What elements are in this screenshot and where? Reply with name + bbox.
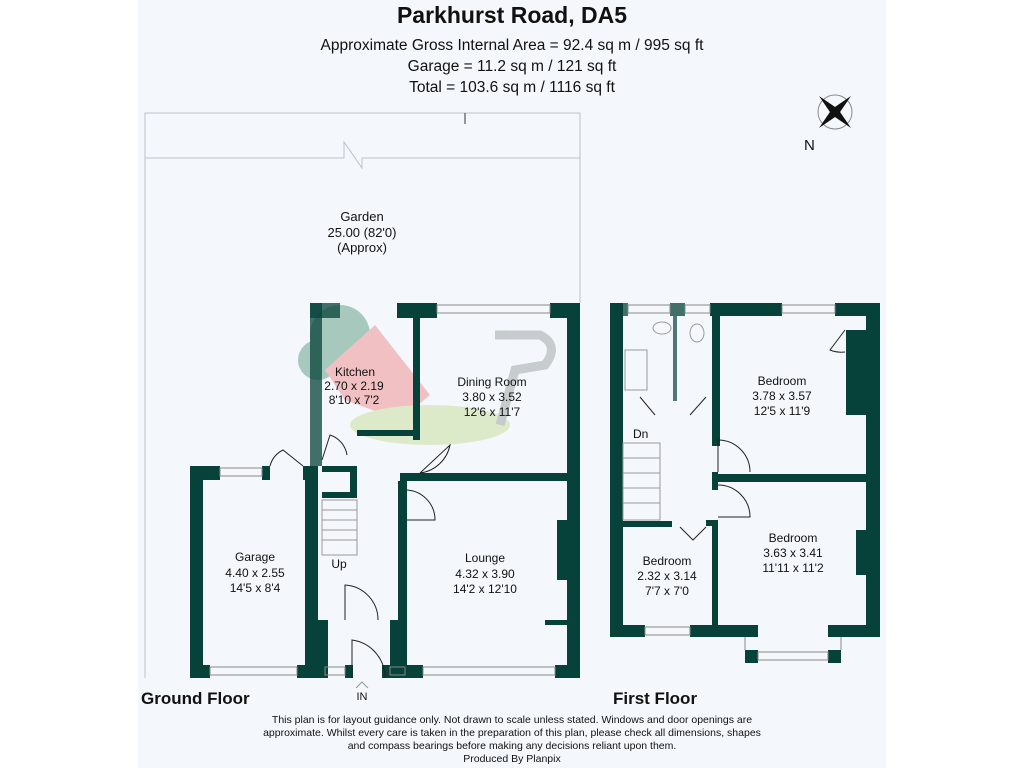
garden-name: Garden <box>340 209 383 224</box>
lounge-imperial: 14'2 x 12'10 <box>453 582 517 596</box>
bedroom-1-metric: 3.78 x 3.57 <box>752 389 812 403</box>
garden-outline <box>144 112 581 678</box>
lounge-metric: 4.32 x 3.90 <box>455 567 515 581</box>
first-floor-windows <box>627 304 842 661</box>
kitchen-metric: 2.70 x 2.19 <box>324 379 384 393</box>
lounge-name: Lounge <box>465 551 505 565</box>
first-floor-walls <box>610 303 880 663</box>
bedroom-1-imperial: 12'5 x 11'9 <box>754 404 811 418</box>
ground-floor-label: Ground Floor <box>141 689 250 708</box>
first-floor-doors <box>639 329 846 541</box>
bathroom-fixtures-icon <box>624 321 705 391</box>
garden-size: 25.00 (82'0) <box>328 225 397 240</box>
ground-floor-walls <box>190 303 580 678</box>
first-stairs-label: Dn <box>633 427 648 441</box>
bedroom-2-metric: 3.63 x 3.41 <box>763 546 823 560</box>
garden-note: (Approx) <box>337 240 387 255</box>
compass-north-label: N <box>804 137 815 154</box>
garage-area: Garage = 11.2 sq m / 121 sq ft <box>407 58 617 75</box>
stairs-icon <box>321 499 358 556</box>
compass-icon <box>817 94 853 130</box>
bedroom-3-metric: 2.32 x 3.14 <box>637 569 697 583</box>
ground-floor-doors <box>269 434 451 679</box>
watermark-logo <box>298 305 556 445</box>
garage-imperial: 14'5 x 8'4 <box>230 581 281 595</box>
dining-room-metric: 3.80 x 3.52 <box>462 390 522 404</box>
producer-credit: Produced By Planpix <box>463 753 561 765</box>
first-floor-label: First Floor <box>613 689 698 708</box>
first-stairs-icon <box>622 442 661 521</box>
bedroom-1-name: Bedroom <box>758 374 807 388</box>
disclaimer: This plan is for layout guidance only. N… <box>262 714 762 766</box>
bedroom-3-name: Bedroom <box>643 554 692 568</box>
ground-floor-windows <box>209 304 556 676</box>
entrance-arrow-icon <box>355 681 369 689</box>
disclaimer-text: This plan is for layout guidance only. N… <box>263 714 761 752</box>
entrance-label: IN <box>357 691 368 703</box>
kitchen-imperial: 8'10 x 7'2 <box>329 393 380 407</box>
bedroom-3-imperial: 7'7 x 7'0 <box>645 584 689 598</box>
property-title: Parkhurst Road, DA5 <box>396 2 628 28</box>
garage-metric: 4.40 x 2.55 <box>225 566 285 580</box>
dining-room-name: Dining Room <box>457 375 526 389</box>
ground-stairs-label: Up <box>331 557 347 571</box>
garage-name: Garage <box>235 550 275 564</box>
kitchen-name: Kitchen <box>335 365 375 379</box>
total-area: Total = 103.6 sq m / 1116 sq ft <box>409 79 615 96</box>
bedroom-2-imperial: 11'11 x 11'2 <box>762 561 824 575</box>
gross-area: Approximate Gross Internal Area = 92.4 s… <box>320 37 704 54</box>
dining-room-imperial: 12'6 x 11'7 <box>464 405 521 419</box>
bedroom-2-name: Bedroom <box>769 531 818 545</box>
